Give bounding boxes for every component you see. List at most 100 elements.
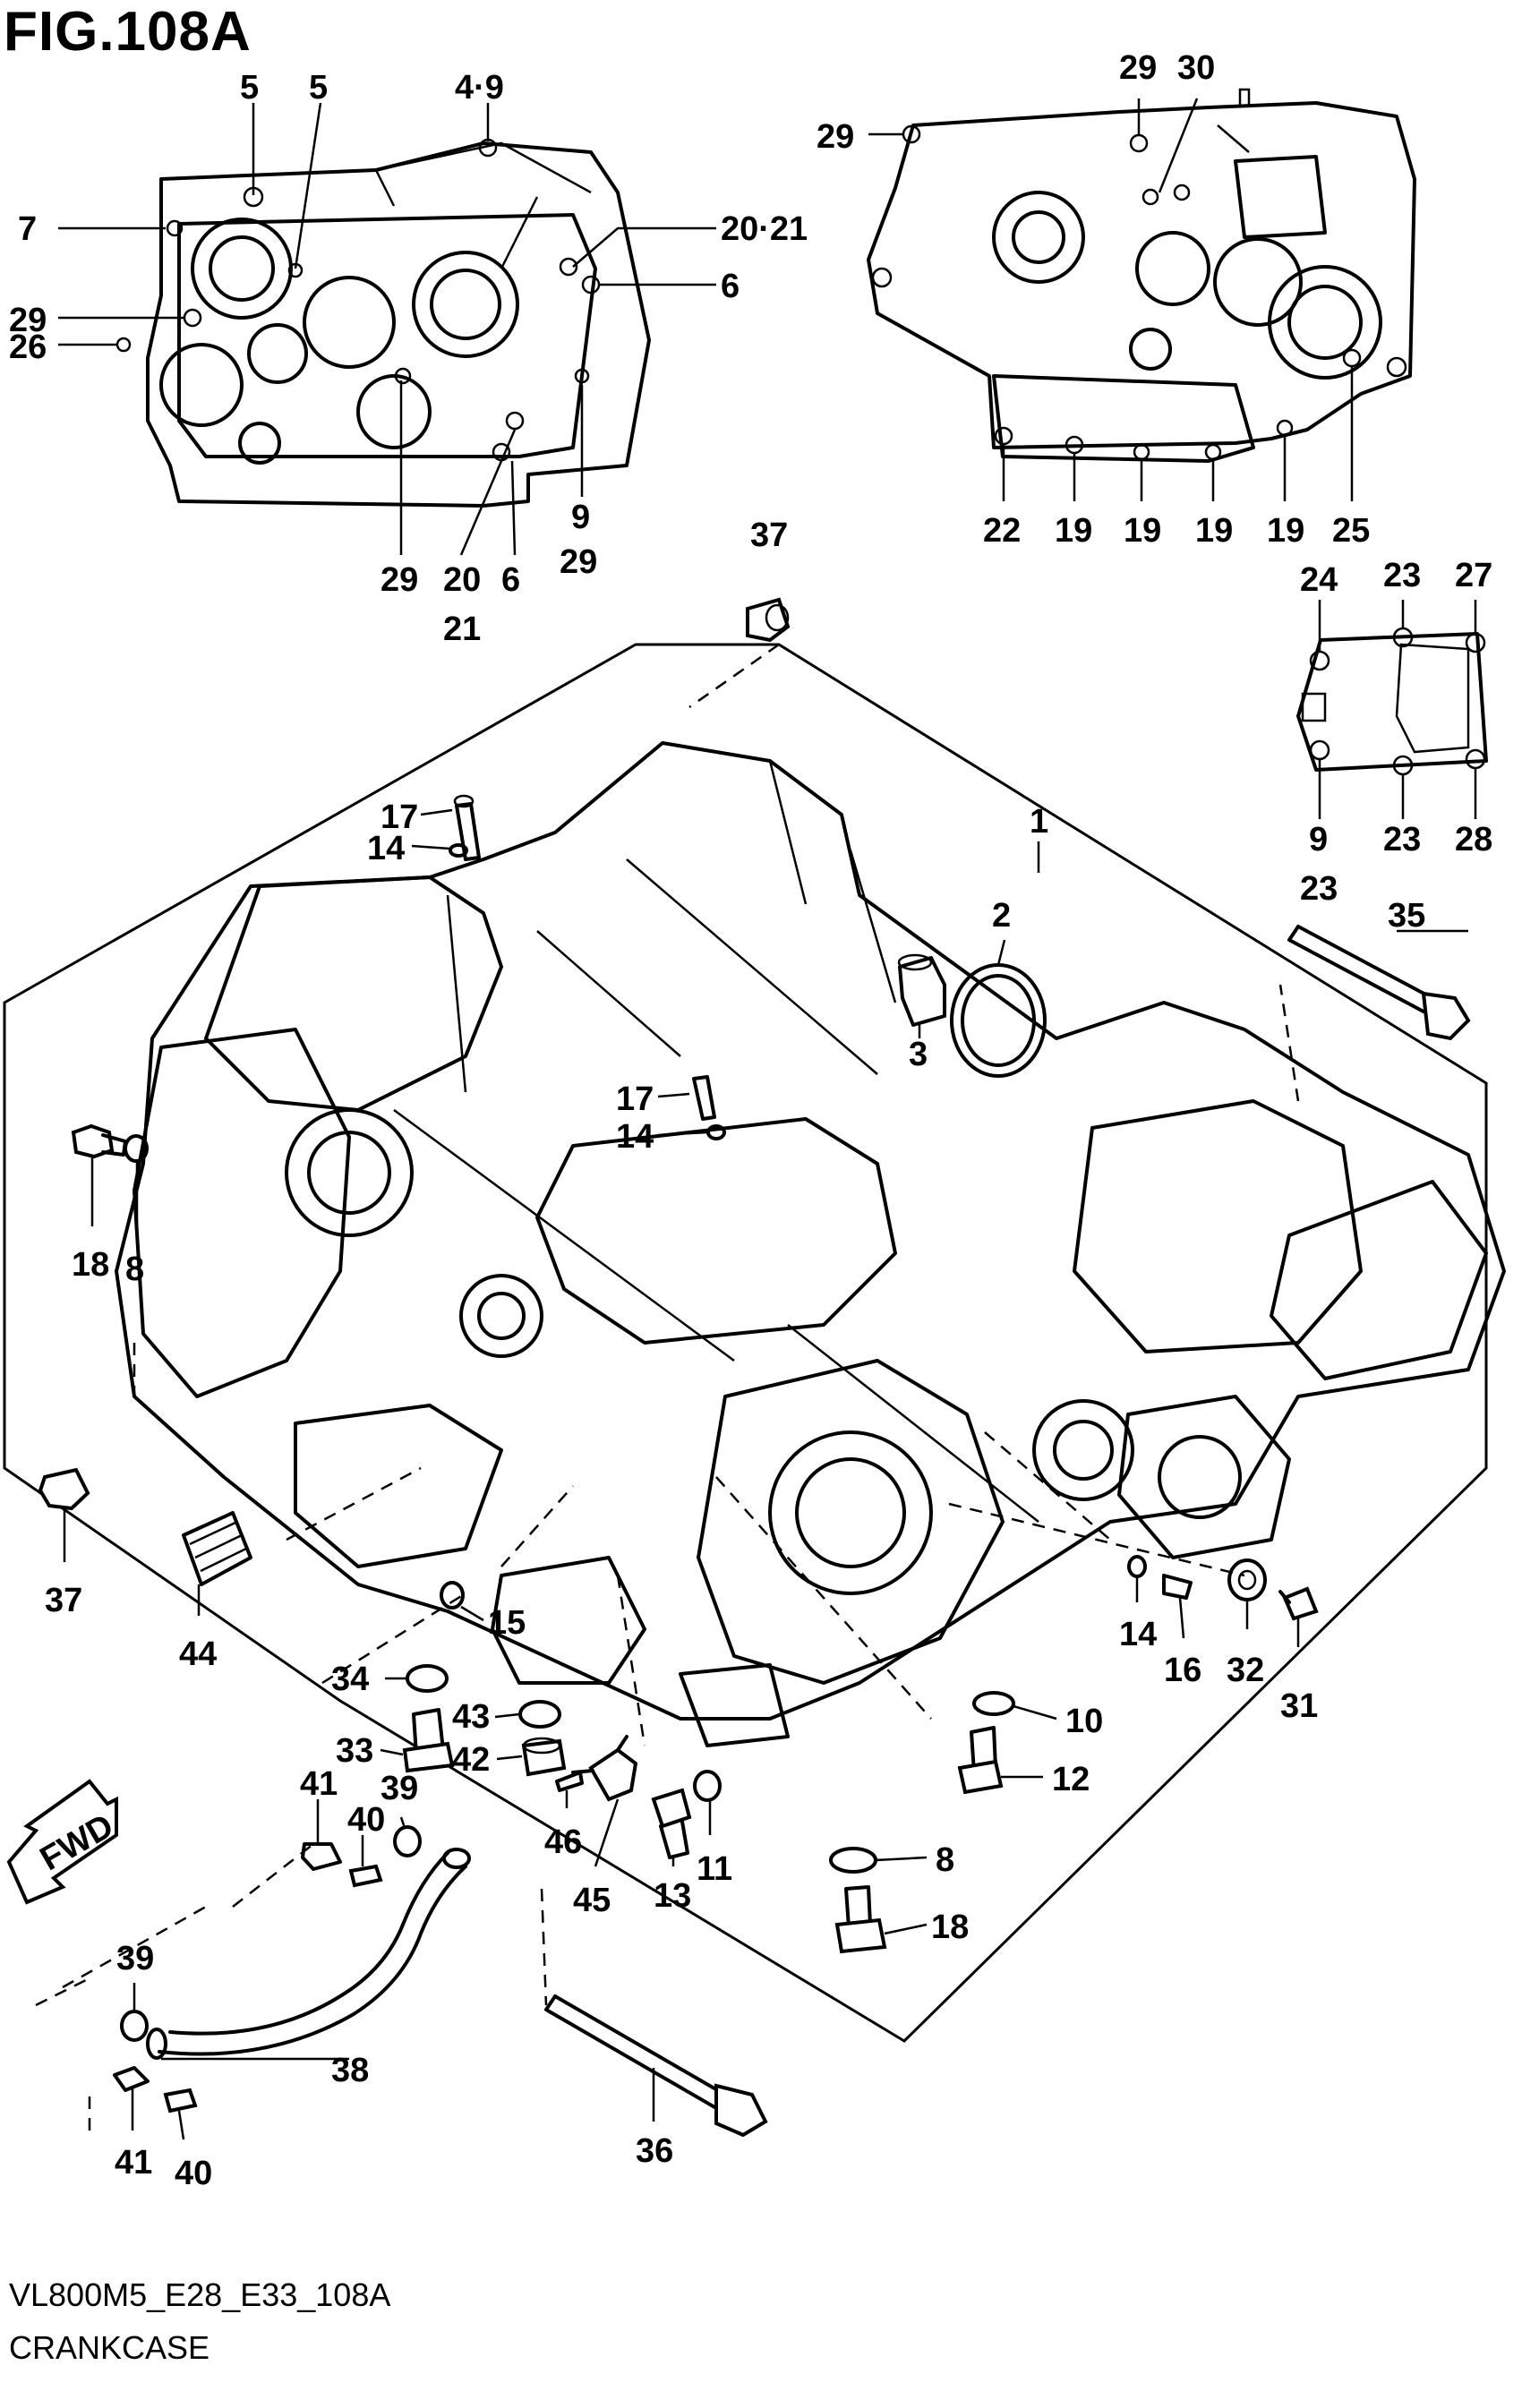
callout-27: 27 — [1455, 557, 1492, 594]
callout-5: 5 — [240, 69, 259, 107]
part-32-washer — [1227, 1558, 1267, 1601]
callout-7: 7 — [18, 210, 37, 248]
part-10-washer — [972, 1691, 1015, 1716]
callout-29: 29 — [9, 302, 47, 339]
callout-19: 19 — [1055, 512, 1092, 550]
diagram-code: VL800M5_E28_E33_108A — [9, 2276, 391, 2313]
part-45-sensor — [571, 1735, 638, 1802]
callout-17: 17 — [380, 798, 418, 836]
callout-23: 23 — [1383, 821, 1421, 858]
callout-8: 8 — [936, 1841, 954, 1879]
figure-title: FIG.108A — [4, 1, 252, 63]
part-42-plug — [521, 1737, 567, 1777]
callout-36: 36 — [636, 2132, 673, 2170]
part-46-screw — [555, 1771, 584, 1792]
fwd-arrow: FWD — [6, 1779, 120, 1905]
part-17-oil-jet-lower — [692, 1075, 726, 1140]
part-16-jet — [1162, 1574, 1193, 1600]
callout-6: 6 — [501, 561, 520, 599]
callout-28: 28 — [1455, 821, 1492, 858]
part-41-clamp-lower — [113, 2066, 150, 2092]
callout-29: 29 — [560, 543, 597, 581]
callout-14: 14 — [616, 1118, 654, 1156]
callout-11: 11 — [697, 1850, 732, 1888]
callout-10: 10 — [1065, 1703, 1103, 1740]
callout-30: 30 — [1177, 49, 1215, 87]
callout-35: 35 — [1388, 897, 1425, 935]
crankcase-cover-plate — [1296, 627, 1488, 776]
callout-19: 19 — [1124, 512, 1161, 550]
callout-38: 38 — [331, 2052, 369, 2089]
part-11-gasket — [693, 1770, 722, 1802]
callout-40: 40 — [347, 1801, 385, 1839]
callout-40: 40 — [175, 2155, 212, 2192]
callout-37: 37 — [45, 1582, 82, 1619]
callout-46: 46 — [544, 1823, 582, 1861]
part-37-cap-top — [746, 597, 791, 643]
callout-41: 41 — [300, 1765, 338, 1803]
callout-29: 29 — [817, 118, 854, 156]
part-43-o-ring — [518, 1700, 561, 1729]
callout-20: 20 — [443, 561, 481, 599]
callout-6: 6 — [721, 268, 740, 305]
callout-41: 41 — [115, 2144, 152, 2182]
part-15-o-ring — [440, 1581, 465, 1610]
part-8-washer-lower — [829, 1847, 877, 1874]
callout-16: 16 — [1164, 1652, 1201, 1689]
callout-33: 33 — [336, 1732, 373, 1770]
assembly-frame — [3, 643, 1488, 2043]
callout-34: 34 — [331, 1661, 369, 1698]
callout-5: 5 — [309, 69, 328, 107]
callout-9: 9 — [1309, 821, 1328, 858]
callout-18: 18 — [931, 1908, 969, 1946]
part-38-oil-hose — [146, 1848, 471, 2060]
part-35-long-bolt — [1287, 925, 1471, 1041]
callout-9: 9 — [571, 499, 590, 536]
callout-1: 1 — [1030, 803, 1048, 841]
callout-39: 39 — [116, 1940, 154, 1977]
part-39-o-ring-upper — [393, 1825, 422, 1857]
callout-8: 8 — [125, 1251, 144, 1288]
part-39-o-ring-lower — [120, 2010, 149, 2042]
part-44-strainer — [182, 1511, 252, 1586]
callout-26: 26 — [9, 329, 47, 366]
callout-22: 22 — [983, 512, 1021, 550]
callout-3: 3 — [909, 1036, 928, 1073]
callout-14: 14 — [367, 830, 405, 867]
callout-20-21: 20·21 — [721, 210, 808, 248]
part-34-gasket — [406, 1664, 449, 1693]
part-40-bolt-upper — [348, 1864, 383, 1888]
part-3-dowel — [897, 953, 946, 1027]
callout-23: 23 — [1300, 870, 1338, 908]
callout-18: 18 — [72, 1246, 109, 1284]
part-12-bolt — [957, 1726, 1004, 1795]
part-37-cap-lower — [38, 1467, 90, 1511]
callout-39: 39 — [380, 1770, 418, 1807]
part-33-bolt — [402, 1708, 455, 1773]
callout-14: 14 — [1119, 1616, 1157, 1653]
part-14-o-ring-right — [1127, 1555, 1147, 1578]
callout-labels: 5 5 4·9 7 20·21 6 29 26 9 29 29 20 21 6 … — [9, 49, 1492, 2192]
main-crankcase-assembly — [115, 741, 1506, 1747]
callout-12: 12 — [1052, 1761, 1090, 1798]
callout-13: 13 — [654, 1877, 691, 1915]
callout-42: 42 — [452, 1741, 490, 1779]
callout-37: 37 — [750, 517, 788, 554]
callout-32: 32 — [1227, 1652, 1264, 1689]
callout-17: 17 — [616, 1080, 654, 1118]
part-36-long-bolt — [544, 1994, 768, 2138]
part-40-bolt-lower — [163, 2088, 198, 2113]
callout-43: 43 — [452, 1698, 490, 1736]
callout-19: 19 — [1195, 512, 1233, 550]
part-18-bolt-lower — [834, 1885, 887, 1954]
callout-25: 25 — [1332, 512, 1370, 550]
diagram-name: CRANKCASE — [9, 2329, 210, 2366]
callout-29: 29 — [380, 561, 418, 599]
callout-31: 31 — [1280, 1687, 1318, 1725]
callout-4-9: 4·9 — [455, 69, 504, 107]
callout-24: 24 — [1300, 561, 1338, 599]
right-crankcase-half — [867, 88, 1416, 463]
callout-21: 21 — [443, 611, 481, 648]
callout-19: 19 — [1267, 512, 1304, 550]
